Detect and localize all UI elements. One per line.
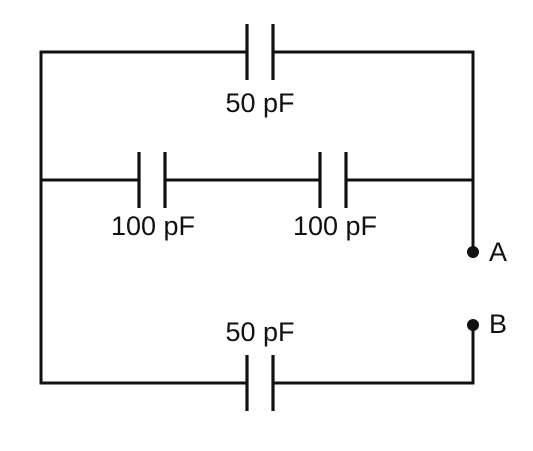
- top-capacitor-label: 50 pF: [225, 88, 294, 118]
- terminal-b-label: B: [489, 309, 507, 339]
- terminal-b-node: [467, 319, 479, 331]
- bottom-capacitor-label: 50 pF: [225, 317, 294, 347]
- middle-left-capacitor-label: 100 pF: [111, 211, 195, 241]
- terminal-a-node: [467, 246, 479, 258]
- middle-right-capacitor-label: 100 pF: [293, 211, 377, 241]
- terminal-a-label: A: [489, 237, 507, 267]
